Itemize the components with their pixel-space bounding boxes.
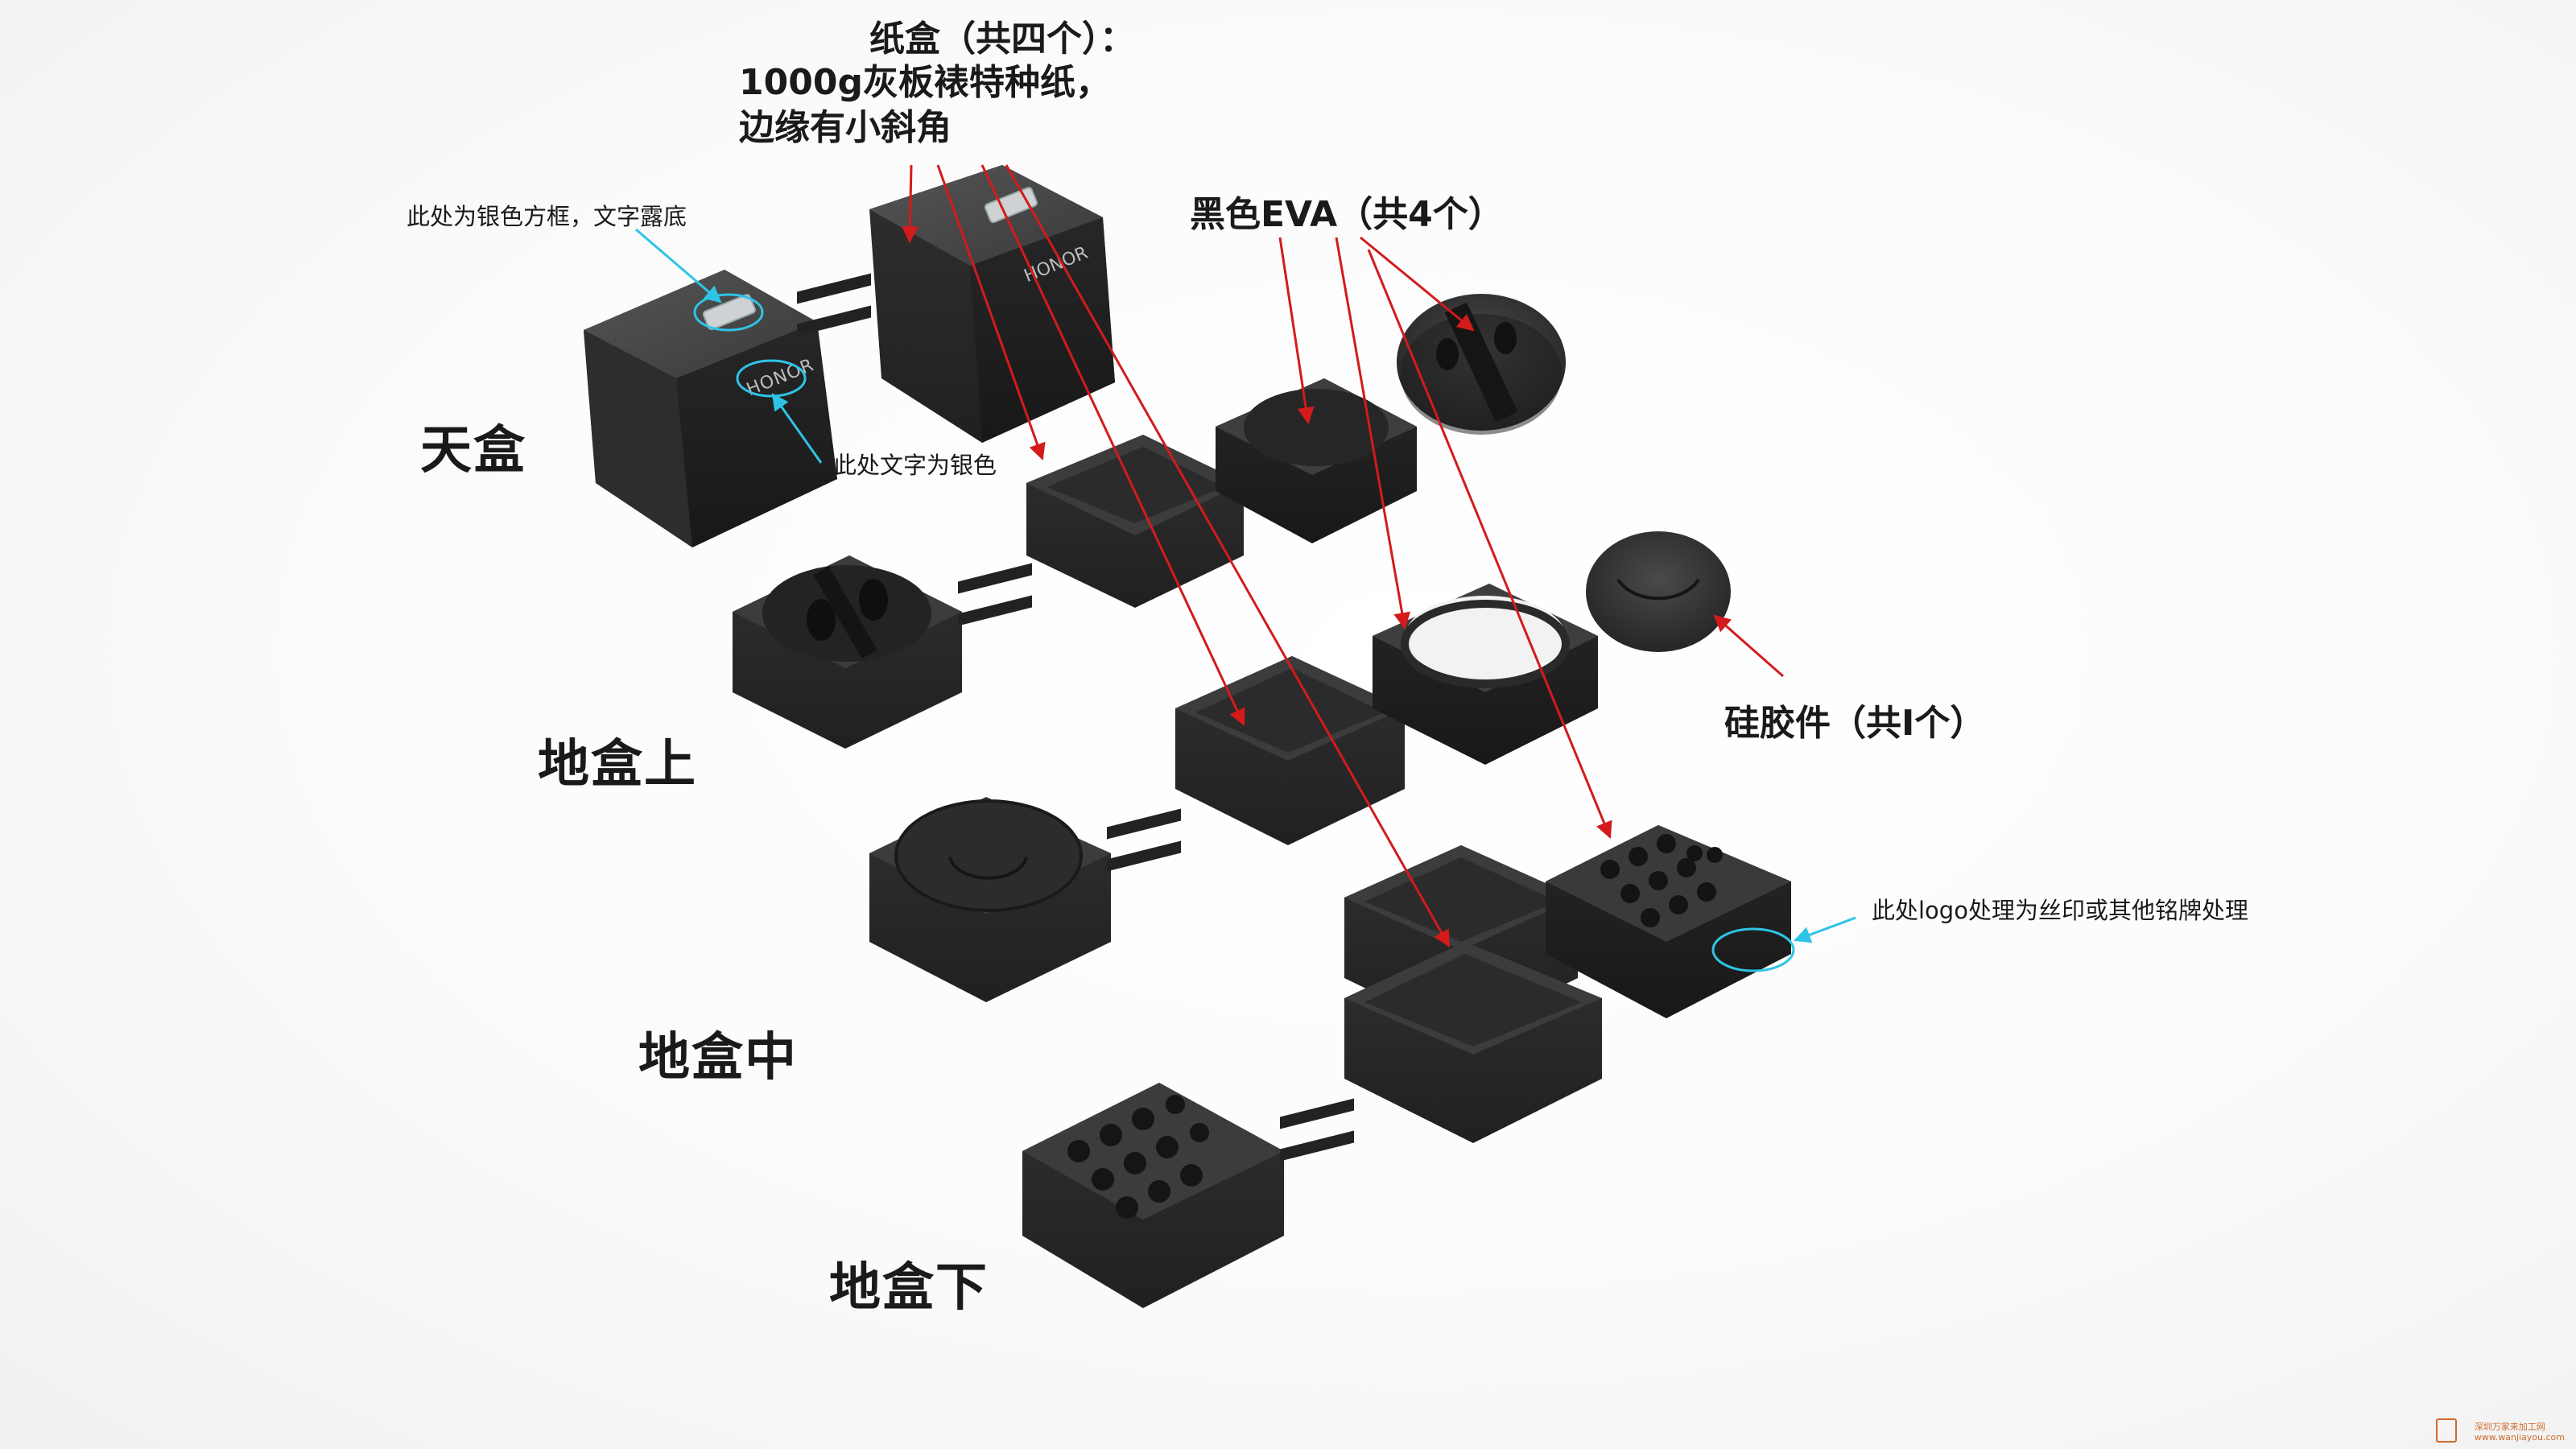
bottom-box-lower-eartip-tray (1022, 1083, 1284, 1308)
watermark-line1: 深圳万家来加工网 (2474, 1422, 2545, 1432)
top-box-cube: HONOR (584, 270, 837, 547)
note-silver-text: 此处文字为银色 (833, 452, 997, 479)
watermark-line2: www.wanjiayou.com (2474, 1432, 2565, 1443)
eva-insert-ring-2 (1373, 584, 1598, 765)
eva-insert-ring-1 (1216, 378, 1417, 543)
note-logo-silkscreen: 此处logo处理为丝印或其他铭牌处理 (1872, 897, 2248, 924)
equals-sign-1 (797, 270, 871, 337)
paper-tray-2 (1175, 656, 1405, 845)
paper-tray-4 (1344, 942, 1602, 1143)
bottom-box-middle-insert (869, 797, 1111, 1002)
cyan-callouts (635, 228, 1856, 972)
earphone-holder-disc (1397, 294, 1566, 435)
label-eva: 黑色EVA（共4个） (1190, 194, 1504, 235)
equals-sign-3 (1107, 805, 1181, 873)
label-di-he-zhong: 地盒中 (638, 1028, 798, 1088)
eartip-tray-upper (1546, 825, 1791, 1018)
paper-tray-1 (1026, 435, 1244, 608)
label-paper-box-line1: 纸盒（共四个）： (869, 19, 1135, 60)
equals-sign-4 (1280, 1095, 1354, 1162)
label-paper-box-line2: 1000g灰板裱特种纸， (739, 62, 1111, 103)
equals-sign-2 (958, 559, 1032, 627)
silicone-disc (1586, 531, 1731, 652)
top-box-open-cube: HONOR (869, 165, 1115, 443)
label-di-he-shang: 地盒上 (538, 735, 697, 795)
watermark-icon (2436, 1418, 2457, 1443)
label-di-he-xia: 地盒下 (829, 1258, 989, 1318)
note-silver-frame: 此处为银色方框，文字露底 (407, 203, 687, 230)
red-arrows (901, 164, 1784, 947)
label-tian-he: 天盒 (420, 421, 526, 481)
watermark: 深圳万家来加工网 www.wanjiayou.com (2475, 1422, 2565, 1443)
label-paper-box-line3: 边缘有小斜角 (739, 107, 952, 148)
silver-badge (702, 294, 756, 331)
bottom-box-upper-insert (733, 555, 962, 749)
label-silicone: 硅胶件（共Ⅰ个） (1724, 703, 1986, 744)
